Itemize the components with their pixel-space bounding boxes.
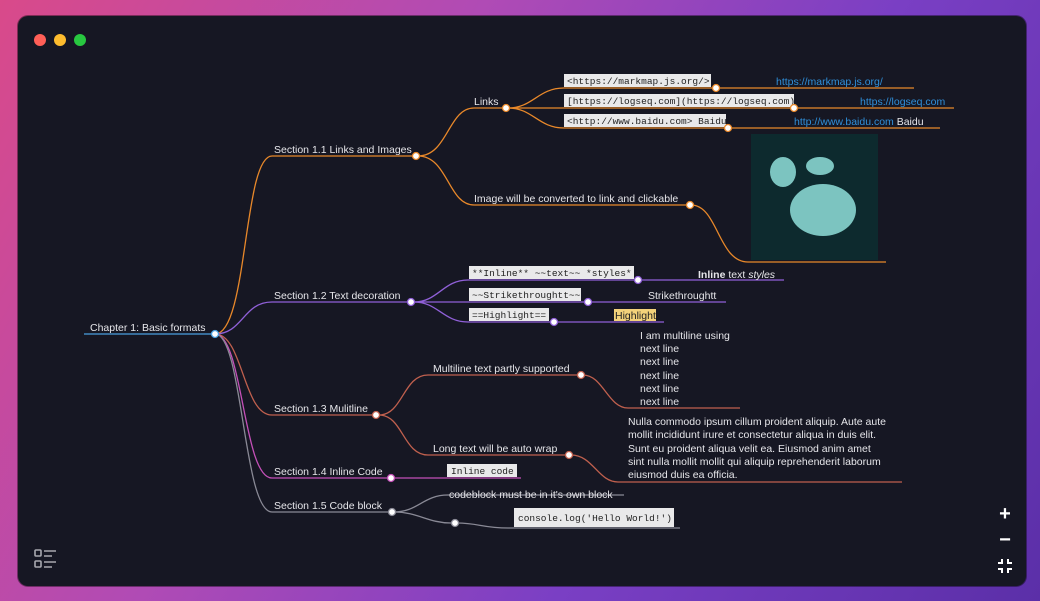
node-toggle-wrap[interactable] bbox=[564, 450, 574, 460]
logseq-logo-image[interactable] bbox=[751, 134, 878, 260]
image-label[interactable]: Image will be converted to link and clic… bbox=[474, 193, 678, 205]
line-wrap bbox=[570, 454, 902, 483]
close-button[interactable] bbox=[34, 34, 46, 46]
link2-text[interactable]: https://logseq.com bbox=[860, 96, 945, 108]
line-multiline bbox=[582, 374, 740, 409]
code-box bbox=[447, 464, 517, 477]
node-toggle-l3[interactable] bbox=[723, 123, 733, 133]
wrap-line: eiusmod duis ea officia. bbox=[628, 469, 738, 481]
code-box bbox=[564, 114, 726, 127]
highlight-code: ==Highlight== bbox=[472, 310, 546, 321]
wrap-line: Nulla commodo ipsum cillum proident aliq… bbox=[628, 416, 886, 428]
node-toggle-l1[interactable] bbox=[711, 83, 721, 93]
code-box bbox=[469, 266, 634, 279]
link-s11 bbox=[214, 155, 414, 335]
wrap-line: mollit incididunt irure et consectetur a… bbox=[628, 429, 876, 441]
node-toggle-s13[interactable] bbox=[371, 410, 381, 420]
multiline-line: next line bbox=[640, 356, 679, 368]
multiline-line: next line bbox=[640, 383, 679, 395]
node-toggle-t2[interactable] bbox=[583, 297, 593, 307]
s11-label[interactable]: Section 1.1 Links and Images bbox=[274, 144, 412, 156]
link3-text[interactable]: http://www.baidu.com Baidu bbox=[794, 116, 924, 128]
mindmap-canvas[interactable]: Chapter 1: Basic formats Section 1.1 Lin… bbox=[18, 16, 1026, 586]
multiline-line: next line bbox=[640, 370, 679, 382]
node-toggle-s11[interactable] bbox=[411, 151, 421, 161]
link-multiline bbox=[378, 374, 578, 416]
inline-code: Inline code bbox=[451, 466, 514, 477]
link-codeblock bbox=[393, 511, 452, 524]
line-image bbox=[690, 204, 886, 263]
node-toggle-s14[interactable] bbox=[386, 473, 396, 483]
code-block-box bbox=[514, 508, 674, 527]
node-toggle-image[interactable] bbox=[685, 200, 695, 210]
multiline-line: next line bbox=[640, 343, 679, 355]
s13-label[interactable]: Section 1.3 Mulitline bbox=[274, 403, 368, 415]
multiline-label[interactable]: Multiline text partly supported bbox=[433, 363, 570, 375]
link-l3 bbox=[507, 107, 726, 129]
links-label[interactable]: Links bbox=[474, 96, 499, 108]
link-links bbox=[417, 107, 506, 157]
link2-code: [https://logseq.com](https://logseq.com) bbox=[567, 96, 795, 107]
minimize-button[interactable] bbox=[54, 34, 66, 46]
maximize-button[interactable] bbox=[74, 34, 86, 46]
node-toggle-s12[interactable] bbox=[406, 297, 416, 307]
code-box bbox=[564, 74, 711, 87]
fit-screen-icon[interactable] bbox=[997, 558, 1013, 574]
code-box bbox=[469, 288, 581, 301]
multiline-line: I am multiline using bbox=[640, 330, 730, 342]
link-s15 bbox=[214, 333, 390, 513]
node-toggle-multiline[interactable] bbox=[576, 370, 586, 380]
highlight-text: Highlight bbox=[615, 310, 656, 322]
s12-label[interactable]: Section 1.2 Text decoration bbox=[274, 290, 401, 302]
link-s14 bbox=[214, 333, 389, 479]
link-note bbox=[393, 494, 624, 513]
link-image bbox=[417, 155, 688, 206]
wrap-line: Sunt eu proident aliqua velit ea. Eiusmo… bbox=[628, 443, 871, 455]
minus-icon[interactable]: − bbox=[999, 529, 1011, 551]
node-toggle-root[interactable] bbox=[210, 329, 220, 339]
s14-label[interactable]: Section 1.4 Inline Code bbox=[274, 466, 383, 478]
plus-icon[interactable]: + bbox=[999, 503, 1011, 525]
strike-code: ~~Strikethroughtt~~ bbox=[472, 290, 581, 301]
link1-code: <https://markmap.js.org/> bbox=[567, 76, 710, 87]
line-codeblock bbox=[456, 522, 680, 529]
style-text: Inline text styles bbox=[698, 269, 776, 281]
node-toggle-l2[interactable] bbox=[789, 103, 799, 113]
multiline-line: next line bbox=[640, 396, 679, 408]
node-toggle-s15[interactable] bbox=[387, 507, 397, 517]
highlight-mark bbox=[614, 309, 656, 321]
wrap-line: sint nulla mollit mollit qui aliquip rep… bbox=[628, 456, 881, 468]
s15-label[interactable]: Section 1.5 Code block bbox=[274, 500, 383, 512]
node-toggle-links[interactable] bbox=[501, 103, 511, 113]
codeblock-note[interactable]: codeblock must be in it's own block bbox=[449, 489, 613, 501]
link1-text[interactable]: https://markmap.js.org/ bbox=[776, 76, 883, 88]
link-wrap bbox=[378, 414, 567, 456]
root-label[interactable]: Chapter 1: Basic formats bbox=[90, 322, 206, 334]
code-box bbox=[564, 94, 794, 107]
node-toggle-t3[interactable] bbox=[549, 317, 559, 327]
link3-code: <http://www.baidu.com> Baidu bbox=[567, 116, 727, 127]
node-toggle-t1[interactable] bbox=[633, 275, 643, 285]
node-toggle-codeblock[interactable] bbox=[450, 518, 460, 528]
wrap-label[interactable]: Long text will be auto wrap bbox=[433, 443, 557, 455]
list-toc-icon[interactable] bbox=[34, 548, 58, 570]
app-window: Chapter 1: Basic formats Section 1.1 Lin… bbox=[18, 16, 1026, 586]
codeblock-code: console.log('Hello World!') bbox=[518, 513, 672, 524]
code-box bbox=[469, 308, 549, 321]
link-t1 bbox=[413, 279, 635, 303]
link-s12 bbox=[214, 301, 410, 335]
style-code: **Inline** ~~text~~ *styles* bbox=[472, 268, 632, 279]
link-t3 bbox=[413, 301, 551, 323]
strike-text: Strikethroughtt bbox=[648, 290, 716, 302]
link-s13 bbox=[214, 333, 375, 416]
link-l1 bbox=[507, 87, 712, 109]
